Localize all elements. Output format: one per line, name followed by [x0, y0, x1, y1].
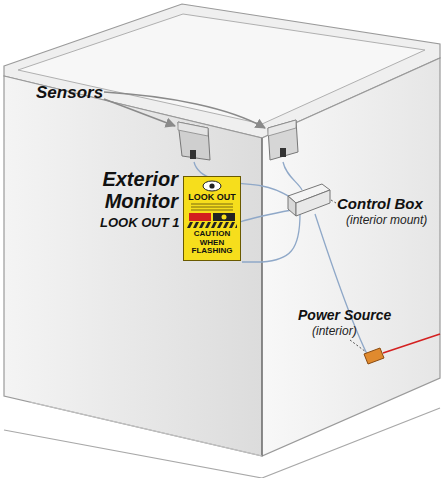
- callout-label: LOOK OUT 1: [100, 216, 178, 230]
- sensor: [268, 120, 298, 160]
- hazard-stripes: [187, 222, 237, 228]
- warning-sign: LOOK OUT CAUTION WHEN FLASHING: [183, 176, 241, 261]
- icon-bar: [187, 212, 237, 222]
- sign-warning: CAUTION WHEN FLASHING: [187, 230, 237, 255]
- fine-print: [187, 202, 237, 212]
- callout-note: (interior mount): [346, 214, 427, 227]
- callout-label: Exterior Monitor: [100, 168, 178, 212]
- control-box: [288, 184, 330, 216]
- callout-label: Sensors: [36, 84, 103, 103]
- sign-heading: LOOK OUT: [188, 193, 236, 202]
- eye-icon: [202, 180, 222, 192]
- power-source: [364, 334, 440, 364]
- callout-note: (interior): [312, 325, 357, 338]
- callout-label: Control Box: [337, 196, 423, 213]
- callout-label: Power Source: [298, 308, 391, 323]
- sensor: [178, 122, 210, 160]
